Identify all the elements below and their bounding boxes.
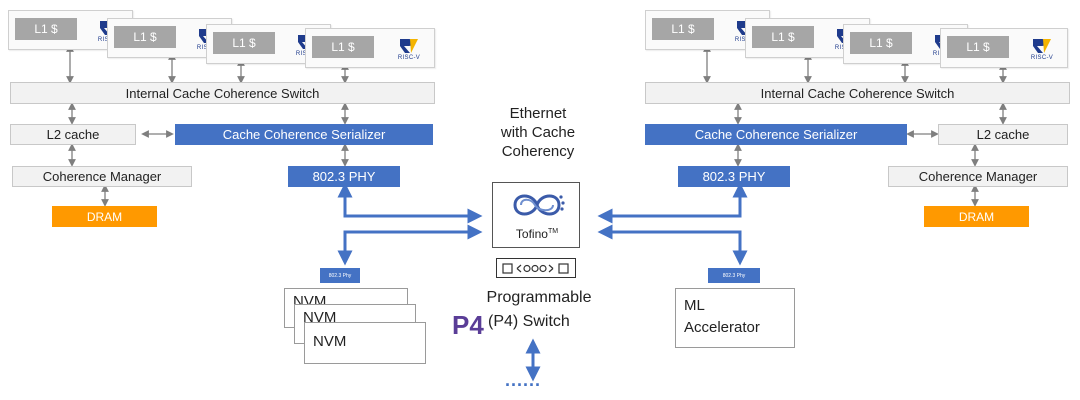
risc-v-logo-text: RISC-V — [1030, 54, 1054, 61]
ml-accelerator-box: ML Accelerator — [675, 288, 795, 348]
center-title-line-2: with Cache — [500, 124, 576, 141]
p4-logo-text: P4 — [452, 310, 484, 340]
tofino-text: Tofino — [515, 227, 548, 241]
coherence-manager-left: Coherence Manager — [12, 166, 192, 187]
cache-coherence-serializer-right: Cache Coherence Serializer — [645, 124, 907, 145]
l1-cache-label: L1 $ — [947, 36, 1009, 58]
l2-cache-right: L2 cache — [938, 124, 1068, 145]
dram-left: DRAM — [52, 206, 157, 227]
ml-accelerator-line-2: Accelerator — [684, 319, 760, 336]
p4-logo-icon: P4 — [452, 310, 484, 340]
risc-v-logo: RISC-V — [1021, 33, 1063, 65]
l1-cache-label: L1 $ — [850, 32, 912, 54]
risc-v-logo-text: RISC-V — [397, 54, 421, 61]
core-card-right-4: L1 $ RISC-V — [940, 28, 1068, 68]
tofino-label: TofinoTM — [493, 227, 581, 241]
programmable-label: Programmable — [486, 289, 592, 306]
l1-cache-label: L1 $ — [213, 32, 275, 54]
switch-ports-icon — [502, 263, 569, 274]
l1-cache-label: L1 $ — [652, 18, 714, 40]
l1-cache-label: L1 $ — [114, 26, 176, 48]
more-nodes-dots: ...... — [505, 370, 542, 390]
internal-cache-coherence-switch-right: Internal Cache Coherence Switch — [645, 82, 1070, 104]
p4-switch-label: (P4) Switch — [488, 313, 570, 330]
tofino-switch-chip: TofinoTM — [492, 182, 580, 248]
l1-cache-label: L1 $ — [15, 18, 77, 40]
internal-cache-coherence-switch-left: Internal Cache Coherence Switch — [10, 82, 435, 104]
p4-logo: P4 — [452, 308, 486, 340]
l1-cache-label: L1 $ — [312, 36, 374, 58]
phy-small-ml: 802.3 Phy — [708, 268, 760, 283]
center-title-line-3: Coherency — [501, 143, 575, 160]
dram-right: DRAM — [924, 206, 1029, 227]
center-title-line-1: Ethernet — [509, 105, 567, 122]
cache-coherence-serializer-left: Cache Coherence Serializer — [175, 124, 433, 145]
phy-small-nvm: 802.3 Phy — [320, 268, 360, 283]
risc-v-logo-icon — [1033, 38, 1051, 53]
tofino-logo-icon — [513, 194, 565, 216]
phy-802-3-left: 802.3 PHY — [288, 166, 400, 187]
l2-cache-left: L2 cache — [10, 124, 136, 145]
coherence-manager-right: Coherence Manager — [888, 166, 1068, 187]
tofino-trademark: TM — [547, 228, 559, 235]
nvm-box-3: NVM — [304, 322, 426, 364]
risc-v-logo: RISC-V — [388, 33, 430, 65]
l1-cache-label: L1 $ — [752, 26, 814, 48]
ml-accelerator-line-1: ML — [684, 297, 705, 314]
phy-802-3-right: 802.3 PHY — [678, 166, 790, 187]
switch-ports-graphic — [496, 258, 576, 278]
core-card-left-4: L1 $ RISC-V — [305, 28, 435, 68]
center-title: Ethernet with Cache Coherency — [478, 104, 598, 161]
risc-v-logo-icon — [400, 38, 418, 53]
